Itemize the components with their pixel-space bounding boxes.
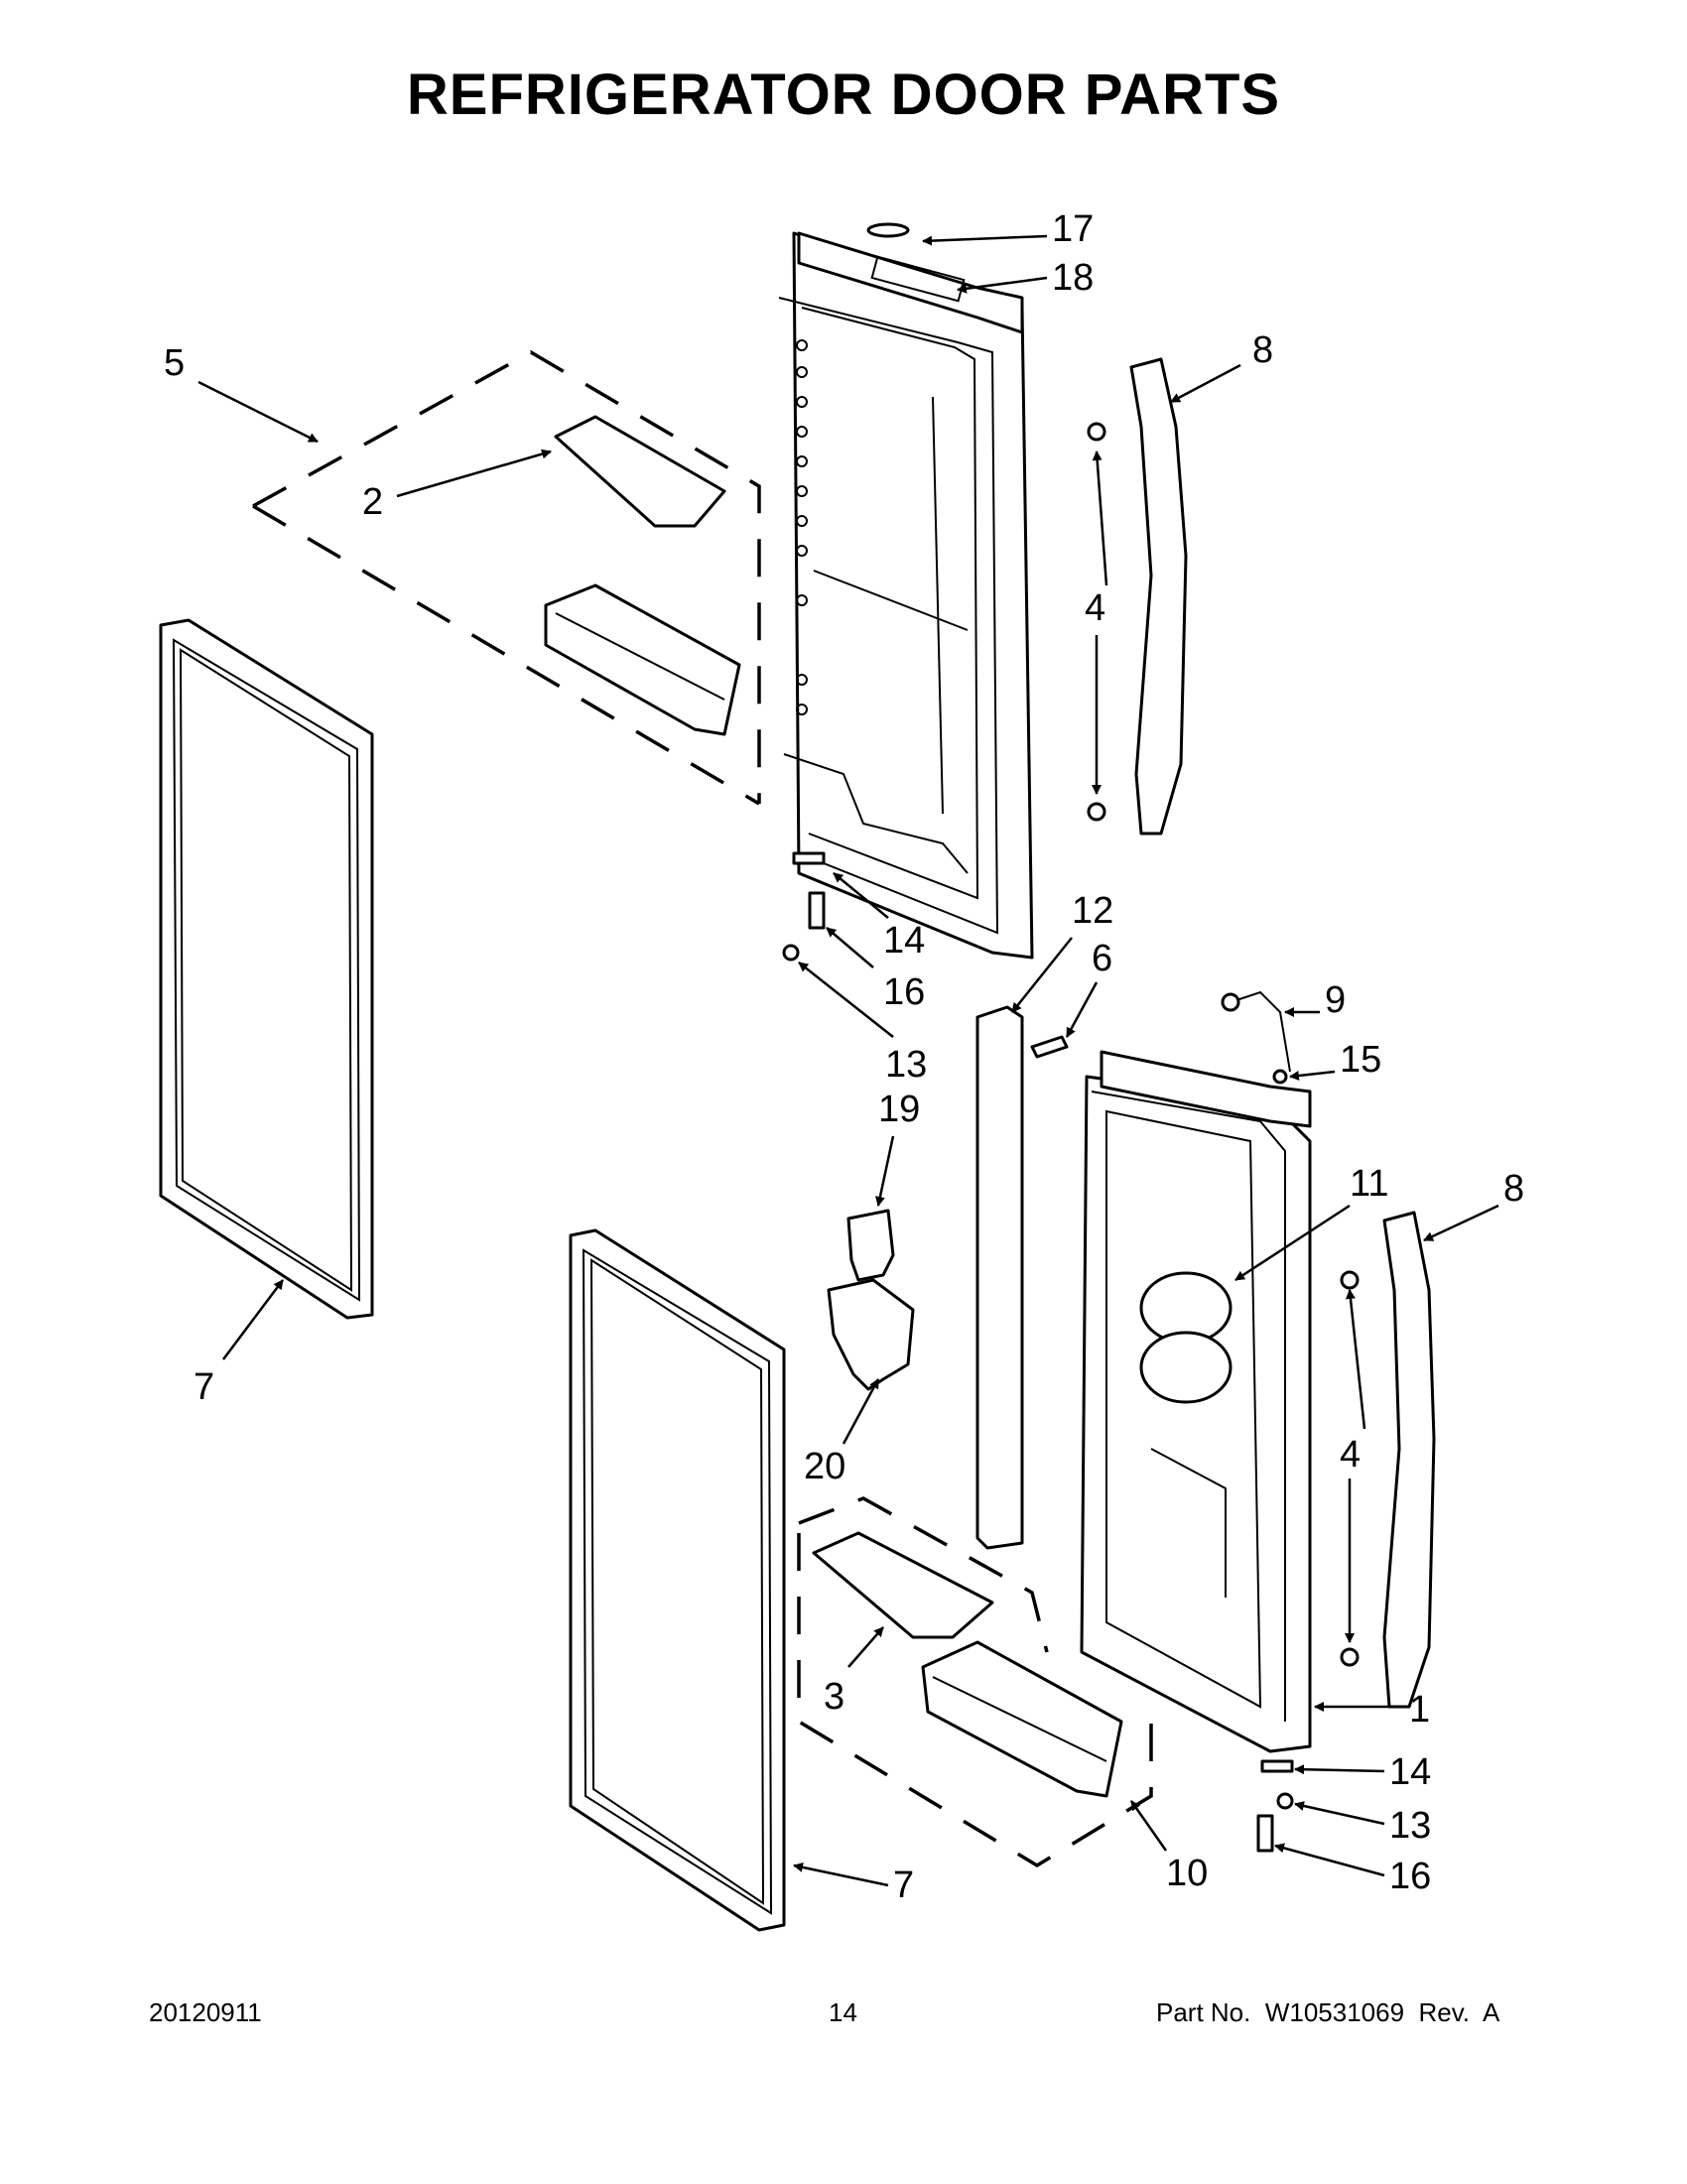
callout-4-upper: 4 xyxy=(1085,587,1105,629)
shelf-small xyxy=(554,415,726,528)
callout-20: 20 xyxy=(804,1446,845,1487)
callout-6: 6 xyxy=(1092,938,1112,979)
callout-7-lower: 7 xyxy=(893,1864,914,1906)
callout-14-upper: 14 xyxy=(883,920,925,962)
screw-6 xyxy=(1030,1035,1069,1059)
handle-lower xyxy=(1382,1211,1436,1709)
callout-9: 9 xyxy=(1325,979,1346,1021)
nut-upper xyxy=(782,944,800,962)
callout-19: 19 xyxy=(878,1089,920,1130)
callout-13-upper: 13 xyxy=(885,1044,927,1086)
callout-7-upper: 7 xyxy=(194,1366,214,1408)
footer-date: 20120911 xyxy=(149,1997,262,2027)
callout-3: 3 xyxy=(824,1676,844,1718)
footer-page-number: 14 xyxy=(829,1997,857,2027)
door-bin-lower xyxy=(921,1640,1123,1798)
dispenser-chute-19 xyxy=(846,1209,895,1282)
callout-10: 10 xyxy=(1166,1853,1208,1894)
callout-8-upper: 8 xyxy=(1252,329,1273,371)
handle-upper xyxy=(1129,357,1188,835)
callout-1: 1 xyxy=(1409,1689,1430,1731)
water-tube xyxy=(1230,990,1291,1073)
callout-18: 18 xyxy=(1052,257,1094,299)
handle-screw-1 xyxy=(1087,422,1106,442)
callout-17: 17 xyxy=(1052,208,1094,250)
callout-8-lower: 8 xyxy=(1503,1168,1524,1210)
hinge-pin-upper xyxy=(808,891,826,930)
gasket-lower xyxy=(569,1228,786,1932)
left-door-liner xyxy=(778,231,1034,960)
callout-5: 5 xyxy=(164,342,185,384)
nut-lower xyxy=(1276,1792,1294,1810)
footer-part-number: Part No. W10531069 Rev. A xyxy=(1156,1997,1500,2027)
dispenser-housing-20 xyxy=(827,1278,915,1391)
callout-14-lower: 14 xyxy=(1389,1751,1431,1793)
right-door-liner xyxy=(1080,1050,1312,1753)
shelf-group-outline-upper xyxy=(252,349,761,806)
shelf-small-lower xyxy=(812,1531,994,1639)
handle-screw-4 xyxy=(1340,1647,1360,1667)
callout-12: 12 xyxy=(1072,890,1113,932)
shelf-holes xyxy=(796,339,808,715)
callout-15: 15 xyxy=(1340,1039,1381,1081)
gasket-upper-left xyxy=(159,618,374,1320)
handle-screw-2 xyxy=(1087,802,1106,822)
shelf-group-outline-lower xyxy=(797,1496,1153,1868)
trim-strip xyxy=(975,1005,1024,1550)
callout-4-lower: 4 xyxy=(1340,1434,1361,1476)
callout-2: 2 xyxy=(362,481,383,523)
hinge-bracket-lower xyxy=(1260,1759,1294,1773)
callout-13-lower: 13 xyxy=(1389,1805,1431,1847)
tube-fitting xyxy=(1221,992,1240,1012)
door-bin-upper xyxy=(544,583,741,736)
callout-16-upper: 16 xyxy=(883,971,925,1013)
callout-16-lower: 16 xyxy=(1389,1856,1431,1897)
door-top-cap xyxy=(866,222,910,238)
handle-screw-3 xyxy=(1340,1270,1360,1290)
nut-15 xyxy=(1272,1069,1288,1085)
hinge-bracket-upper xyxy=(792,851,826,865)
page-title: REFRIGERATOR DOOR PARTS xyxy=(406,63,1281,127)
hinge-pin-lower xyxy=(1256,1814,1274,1853)
callout-11: 11 xyxy=(1350,1163,1388,1205)
